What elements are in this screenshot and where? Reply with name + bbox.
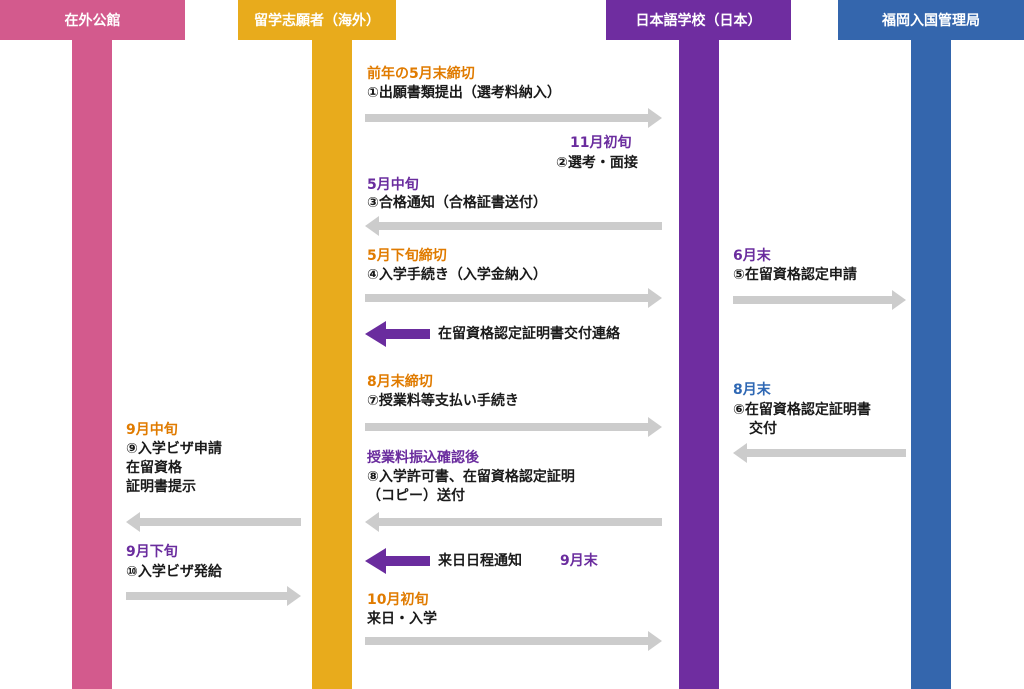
step8-condition: 授業料振込確認後 bbox=[367, 450, 479, 466]
step9-label-line2: 在留資格 bbox=[126, 460, 182, 476]
lane-header-student: 留学志願者（海外） bbox=[238, 0, 396, 40]
step6-label-line1: ⑥在留資格認定証明書 bbox=[733, 402, 871, 418]
arrow-right-step7 bbox=[365, 417, 662, 437]
step5-date: 6月末 bbox=[733, 248, 771, 264]
arrow-left-step6 bbox=[733, 443, 906, 463]
step6-label-line2: 交付 bbox=[749, 421, 777, 437]
lane-bar-immigration bbox=[911, 40, 951, 689]
notice-arrival-date: 9月末 bbox=[560, 553, 598, 569]
arrow-right-step10 bbox=[126, 586, 301, 606]
step9-date: 9月中旬 bbox=[126, 422, 178, 438]
step5-label: ⑤在留資格認定申請 bbox=[733, 267, 857, 283]
step3-date: 5月中旬 bbox=[367, 177, 419, 193]
step3-label: ③合格通知（合格証書送付） bbox=[367, 195, 547, 211]
arrow-left-step3 bbox=[365, 216, 662, 236]
step11-label: 来日・入学 bbox=[367, 611, 437, 627]
step2-date: 11月初旬 bbox=[570, 135, 632, 151]
arrow-right-step1 bbox=[365, 108, 662, 128]
notice-arrival-label: 来日日程通知 bbox=[438, 553, 522, 569]
step11-date: 10月初旬 bbox=[367, 592, 429, 608]
step10-label: ⑩入学ビザ発給 bbox=[126, 564, 222, 580]
lane-bar-school bbox=[679, 40, 719, 689]
lane-header-school: 日本語学校（日本） bbox=[606, 0, 791, 40]
lane-bar-embassy bbox=[72, 40, 112, 689]
step8-label-line2: （コピー）送付 bbox=[367, 488, 465, 504]
step2-label: ②選考・面接 bbox=[556, 155, 638, 171]
step7-label: ⑦授業料等支払い手続き bbox=[367, 393, 519, 409]
step9-label-line3: 証明書提示 bbox=[126, 479, 196, 495]
step4-label: ④入学手続き（入学金納入） bbox=[367, 267, 547, 283]
arrow-left-step9 bbox=[126, 512, 301, 532]
step1-label: ①出願書類提出（選考料納入） bbox=[367, 85, 561, 101]
arrow-left-step8 bbox=[365, 512, 662, 532]
lane-header-immigration: 福岡入国管理局 bbox=[838, 0, 1024, 40]
step7-deadline: 8月末締切 bbox=[367, 374, 433, 390]
arrow-notice-arrival bbox=[365, 548, 430, 574]
step9-label-line1: ⑨入学ビザ申請 bbox=[126, 441, 222, 457]
step6-date: 8月末 bbox=[733, 382, 771, 398]
arrow-right-step5 bbox=[733, 290, 906, 310]
notice-certificate-label: 在留資格認定証明書交付連絡 bbox=[438, 326, 620, 342]
lane-header-embassy: 在外公館 bbox=[0, 0, 185, 40]
step8-label-line1: ⑧入学許可書、在留資格認定証明 bbox=[367, 469, 575, 485]
lane-bar-student bbox=[312, 40, 352, 689]
step10-date: 9月下旬 bbox=[126, 544, 178, 560]
arrow-notice-certificate bbox=[365, 321, 430, 347]
step1-deadline: 前年の5月末締切 bbox=[367, 66, 475, 82]
arrow-right-step11 bbox=[365, 631, 662, 651]
step4-deadline: 5月下旬締切 bbox=[367, 248, 447, 264]
arrow-right-step4 bbox=[365, 288, 662, 308]
